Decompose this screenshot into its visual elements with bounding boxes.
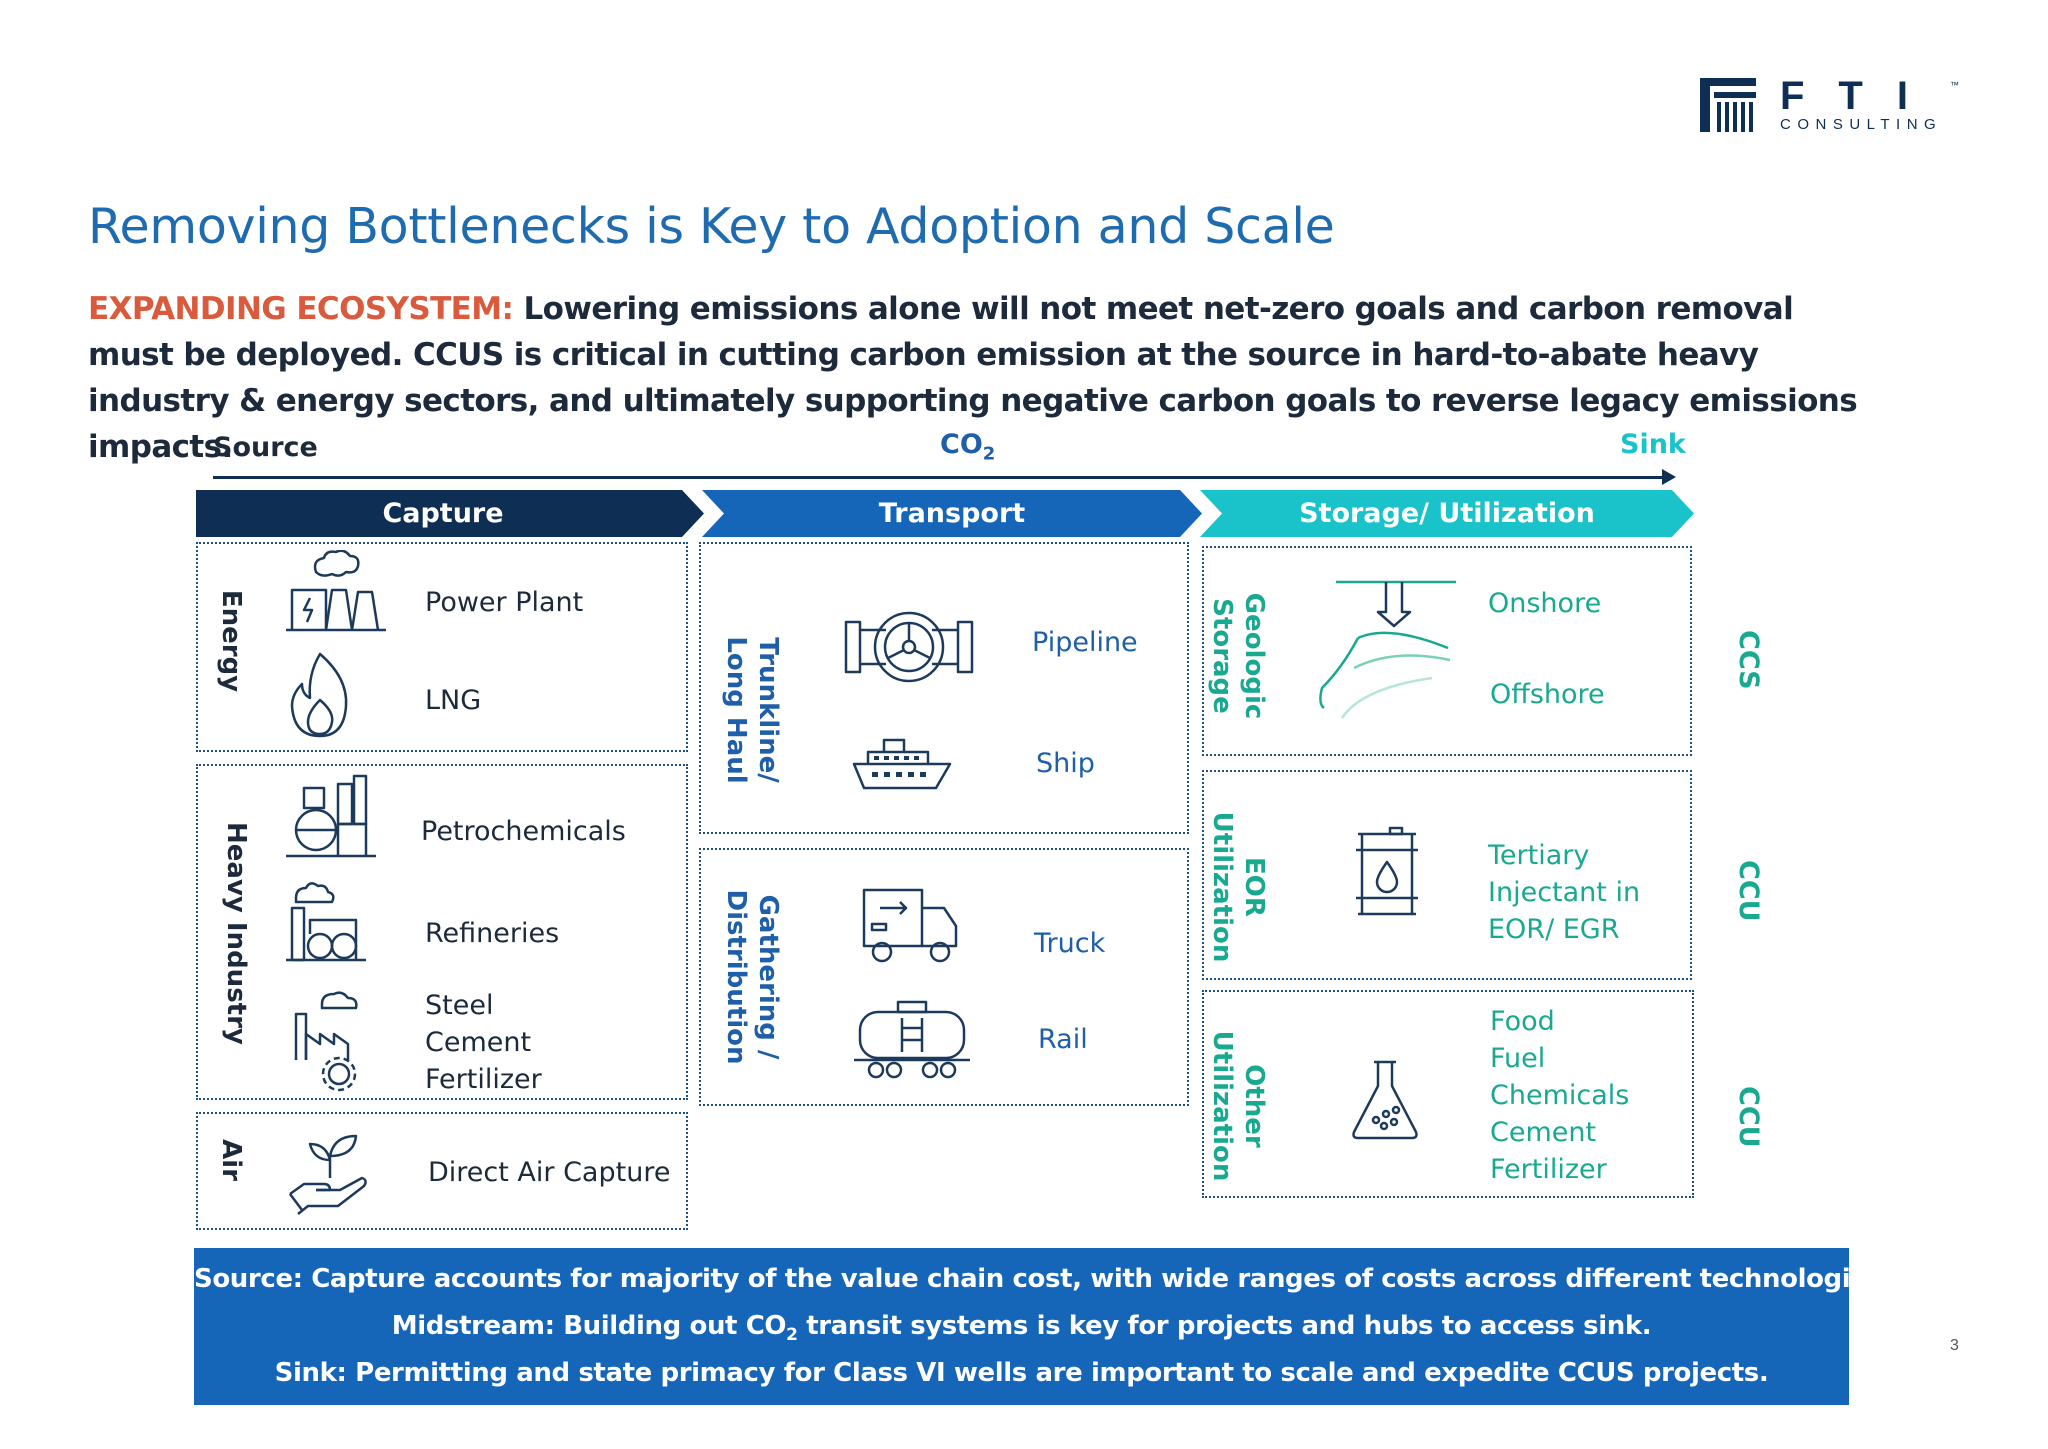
banner-line-2-sub: 2 [786, 1325, 798, 1346]
flask-icon [1352, 1060, 1418, 1140]
flow-arrow-head [1662, 469, 1676, 485]
logo-wordmark: FTI [1780, 74, 1942, 118]
transport-gather-label-2: Distribution [721, 889, 751, 1065]
storage-other-tag: CCU [1733, 1086, 1764, 1148]
stage-capture: Capture [196, 490, 704, 537]
ship-icon [852, 738, 952, 790]
storage-other-item-1: Food [1490, 1006, 1555, 1037]
storage-geologic-tag: CCS [1733, 630, 1764, 690]
capture-heavy-label: Heavy Industry [221, 822, 251, 1045]
co2-subscript: 2 [982, 443, 996, 465]
refinery-icon [286, 882, 366, 962]
storage-other-item-2: Fuel [1490, 1043, 1546, 1074]
storage-eor-item-1: Tertiary [1488, 840, 1590, 871]
storage-eor-label-1: EOR [1239, 857, 1269, 917]
intro-text: Lowering emissions alone will not meet n… [88, 291, 1858, 465]
logo-subtitle: CONSULTING [1780, 116, 1943, 133]
transport-gather-label: Gathering /Distribution [720, 862, 784, 1092]
storage-eor-item-2: Injectant in [1488, 877, 1641, 908]
capture-air-item-1: Direct Air Capture [428, 1157, 671, 1188]
transport-trunk-box [699, 542, 1189, 834]
pipeline-valve-icon [844, 611, 974, 683]
capture-heavy-item-2: Refineries [425, 918, 560, 949]
capture-heavy-item-3: Steel [425, 990, 494, 1021]
flow-co2-label: CO2 [940, 430, 995, 469]
intro-keyword: EXPANDING ECOSYSTEM: [88, 291, 514, 327]
transport-gather-item-2: Rail [1038, 1024, 1088, 1055]
storage-other-item-5: Fertilizer [1490, 1154, 1607, 1185]
transport-trunk-item-1: Pipeline [1032, 627, 1138, 658]
storage-other-label-2: Utilization [1207, 1030, 1237, 1182]
transport-trunk-item-2: Ship [1036, 748, 1095, 779]
fti-logo-mark-icon [1700, 78, 1756, 132]
banner-line-1: Source: Capture accounts for majority of… [194, 1264, 1893, 1294]
oil-barrel-icon [1356, 826, 1418, 916]
storage-geologic-item-2: Offshore [1490, 679, 1605, 710]
geologic-injection-icon [1319, 580, 1456, 719]
stage-capture-label: Capture [382, 498, 504, 529]
fti-logo: FTI ™ CONSULTING [1700, 76, 1962, 134]
banner-line-3: Sink: Permitting and state primacy for C… [274, 1358, 1769, 1388]
factory-gear-icon [294, 991, 358, 1092]
capture-air-label: Air [216, 1139, 246, 1181]
capture-energy-item-1: Power Plant [425, 587, 584, 618]
capture-energy-item-2: LNG [425, 685, 482, 716]
stage-transport-label: Transport [878, 498, 1026, 529]
storage-geologic-item-1: Onshore [1488, 588, 1602, 619]
flow-arrow-line [213, 476, 1669, 479]
storage-eor-label-2: Utilization [1207, 811, 1237, 963]
transport-trunk-label-2: Long Haul [721, 636, 751, 784]
stage-storage: Storage/ Utilization [1200, 490, 1694, 537]
capture-air-box [196, 1112, 688, 1230]
summary-banner: Source: Capture accounts for majority of… [194, 1248, 1893, 1405]
page-number: 3 [1950, 1337, 1959, 1354]
rail-tank-icon [854, 1000, 970, 1079]
logo-trademark: ™ [1950, 80, 1959, 90]
page-title: Removing Bottlenecks is Key to Adoption … [88, 198, 1335, 255]
storage-eor-tag: CCU [1733, 860, 1764, 922]
storage-other-label-1: Other [1239, 1064, 1269, 1148]
storage-geologic-label-1: Geologic [1239, 592, 1269, 720]
capture-energy-label: Energy [216, 589, 246, 693]
flow-sink-label: Sink [1620, 429, 1686, 460]
storage-eor-item-3: EOR/ EGR [1488, 914, 1620, 945]
truck-icon [862, 888, 958, 963]
banner-line-2: Midstream: Building out CO2 transit syst… [194, 1309, 1849, 1352]
intro-paragraph: EXPANDING ECOSYSTEM: Lowering emissions … [88, 286, 1888, 470]
transport-trunk-label-1: Trunkline/ [753, 637, 783, 783]
capture-heavy-item-5: Fertilizer [425, 1064, 542, 1095]
storage-other-item-4: Cement [1490, 1117, 1597, 1148]
stage-storage-label: Storage/ Utilization [1299, 498, 1595, 529]
hand-plant-icon [289, 1134, 367, 1215]
capture-heavy-item-4: Cement [425, 1027, 532, 1058]
capture-heavy-box [196, 764, 688, 1100]
storage-other-item-3: Chemicals [1490, 1080, 1630, 1111]
transport-gather-item-1: Truck [1034, 928, 1106, 959]
storage-geologic-label-2: Storage [1207, 598, 1237, 714]
petrochemical-icon [286, 774, 376, 858]
storage-eor-box [1202, 770, 1692, 980]
co2-text: CO [940, 429, 983, 460]
capture-heavy-item-1: Petrochemicals [421, 816, 626, 847]
capture-energy-box [196, 542, 688, 752]
transport-gather-label-1: Gathering / [753, 894, 783, 1060]
storage-other-box [1202, 990, 1694, 1198]
flow-source-label: Source [213, 432, 318, 463]
transport-trunk-label: Trunkline/Long Haul [720, 605, 784, 815]
banner-line-2a: Midstream: Building out CO [391, 1311, 787, 1341]
power-plant-icon [286, 550, 386, 632]
stage-transport: Transport [702, 490, 1202, 537]
banner-line-2b: transit systems is key for projects and … [797, 1311, 1652, 1341]
flame-icon [290, 652, 348, 738]
